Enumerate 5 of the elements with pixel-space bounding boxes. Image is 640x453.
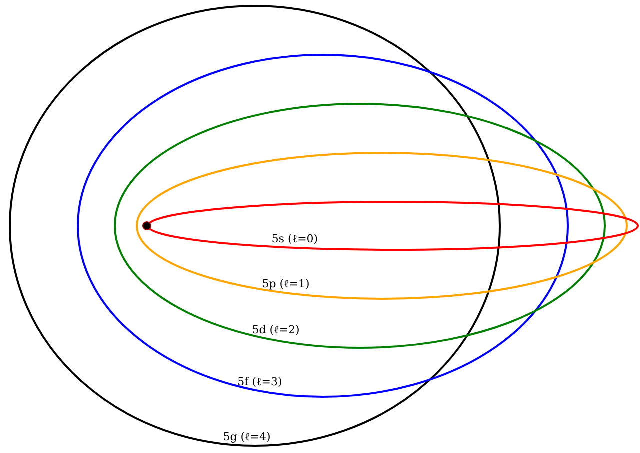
orbit-label: 5g (ℓ=4)	[223, 432, 271, 442]
orbit-label: 5d (ℓ=2)	[252, 324, 300, 336]
orbit-label: 5p (ℓ=1)	[262, 278, 310, 290]
orbit-label: 5f (ℓ=3)	[238, 376, 282, 388]
orbit-label: 5s (ℓ=0)	[272, 234, 318, 244]
